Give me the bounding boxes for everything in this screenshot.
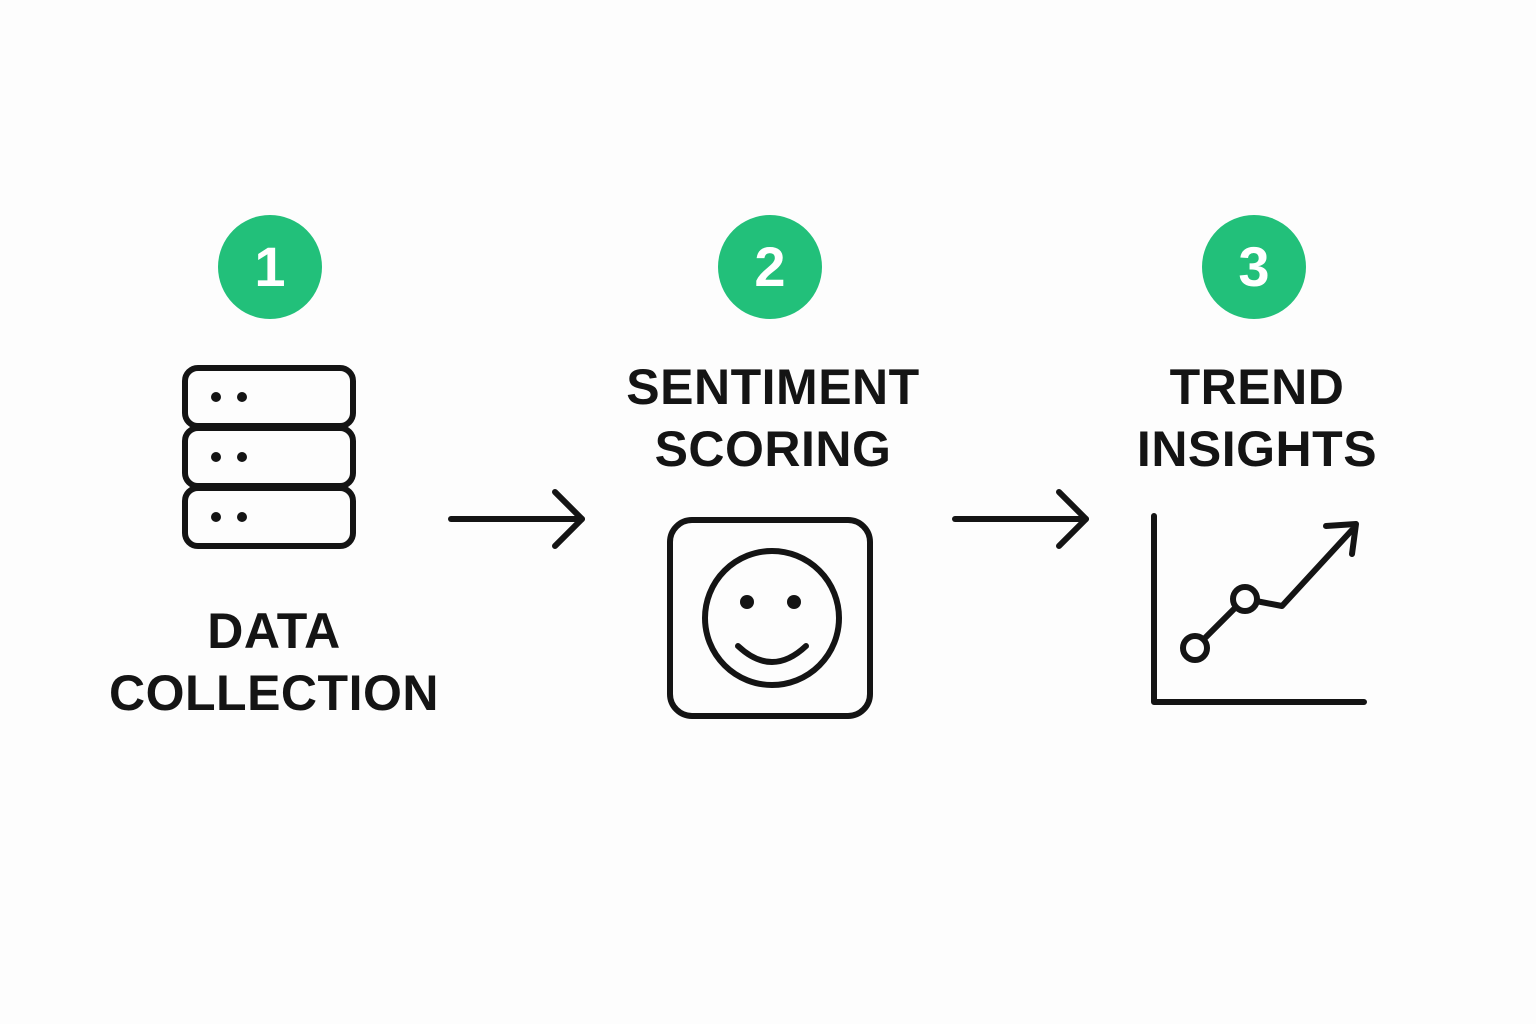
step-3-title-line-2: INSIGHTS: [1136, 421, 1378, 477]
step-3-title-line-1: TREND: [1169, 359, 1345, 415]
step-1-title-line-2: COLLECTION: [109, 665, 439, 721]
step-2-number-badge: 2: [718, 215, 822, 319]
step-2-title-line-1: SENTIMENT: [626, 359, 920, 415]
database-icon: [182, 365, 356, 549]
right-arrow-icon: [952, 489, 1089, 549]
step-1-number-badge: 1: [218, 215, 322, 319]
step-3-title: TREND INSIGHTS: [1057, 356, 1457, 480]
step-2-title-line-2: SCORING: [654, 421, 892, 477]
right-arrow-icon: [448, 489, 585, 549]
step-1-title-line-1: DATA: [207, 603, 341, 659]
step-2-title: SENTIMENT SCORING: [573, 356, 973, 480]
smiley-face-icon: [667, 517, 873, 719]
step-3-number-badge: 3: [1202, 215, 1306, 319]
trend-chart-icon: [1151, 513, 1367, 705]
step-1-title: DATA COLLECTION: [74, 600, 474, 724]
